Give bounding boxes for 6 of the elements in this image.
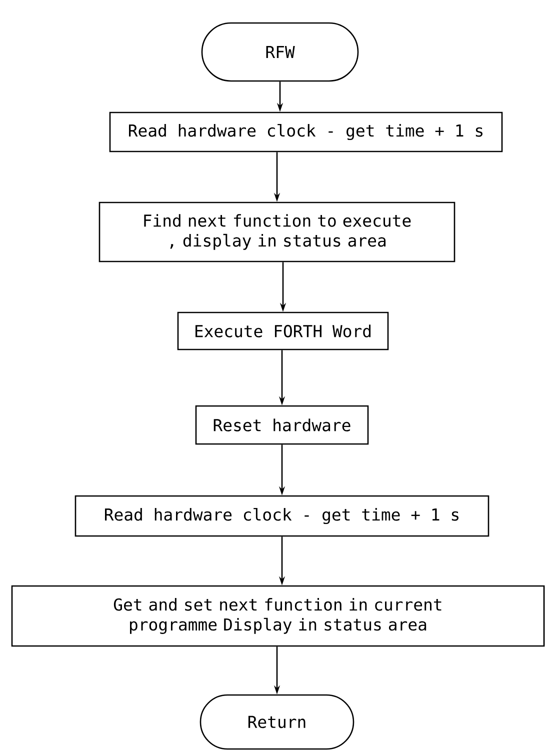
process-box: Read hardware clock - get time + 1 s xyxy=(109,112,503,152)
process-box: Read hardware clock - get time + 1 s xyxy=(74,495,490,537)
process-box: Get and set next function in current programme Display in status area xyxy=(11,585,545,647)
process-box: Reset hardware xyxy=(195,405,369,445)
process-box: Execute FORTH Word xyxy=(177,312,389,350)
process-box: Find next function to execute , display in status area xyxy=(98,202,456,262)
